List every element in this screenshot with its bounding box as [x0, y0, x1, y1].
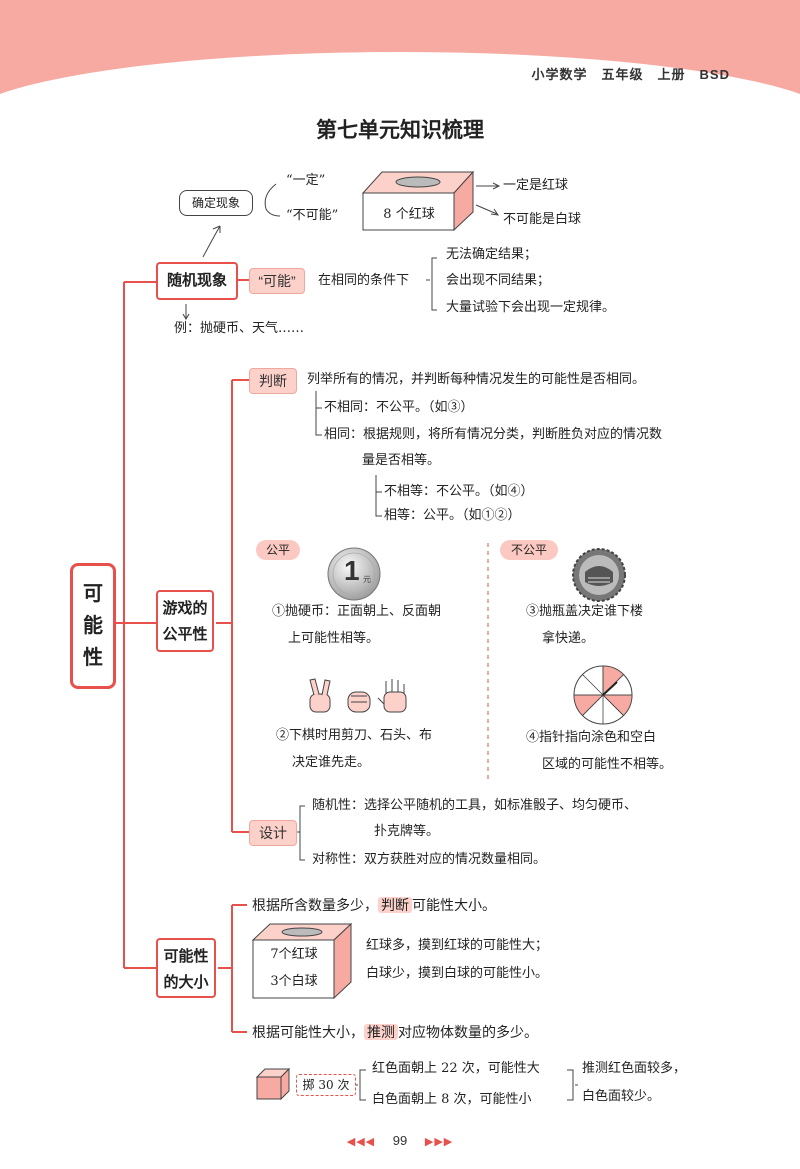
box-8-red-label: 8 个红球 [383, 207, 435, 222]
label-bukeneng: “不可能” [286, 208, 339, 223]
out-impossible-white: 不可能是白球 [503, 212, 582, 227]
root-char-1: 可 [83, 583, 103, 605]
ball-box-2-icon [252, 922, 352, 1000]
cube-icon [256, 1068, 290, 1100]
node-possibility-size: 可能性 的大小 [156, 938, 216, 998]
white-face-text: 白色面朝上 8 次，可能性小 [372, 1092, 532, 1107]
judge-text: 列举所有的情况，并判断每种情况发生的可能性是否相同。 [307, 372, 646, 387]
conclusion-red: 推测红色面较多， [582, 1061, 687, 1076]
tag-unfair: 不公平 [500, 540, 558, 560]
tag-design: 设计 [249, 820, 297, 846]
root-char-3: 性 [83, 647, 103, 669]
node-random: 随机现象 [156, 262, 238, 300]
size-infer-highlight: 推测 [364, 1024, 398, 1040]
root-char-2: 能 [83, 615, 103, 637]
out-certain-red: 一定是红球 [503, 178, 569, 193]
white-less-text: 白球少，摸到白球的可能性小。 [366, 966, 549, 981]
judge-not-same: 不相同：不公平。（如③） [324, 400, 474, 415]
example-2-line1: ②下棋时用剪刀、石头、布 [276, 728, 433, 743]
example-4-line1: ④指针指向涂色和空白 [526, 730, 657, 745]
rock-paper-scissors-icon [309, 678, 407, 713]
example-2-line2: 决定谁先走。 [292, 755, 371, 770]
bottle-cap-icon [572, 548, 626, 602]
size-infer-pre: 根据可能性大小， [252, 1024, 364, 1040]
page-footer: ◀◀◀ 99 ▶▶▶ [0, 1133, 800, 1148]
tag-judge: 判断 [249, 368, 297, 394]
ball-box-icon [362, 170, 474, 232]
design-random-2: 扑克牌等。 [374, 824, 440, 839]
size-judge-pre: 根据所含数量多少， [252, 897, 378, 913]
node-size-line1: 可能性 [163, 948, 209, 965]
judge-same-2: 量是否相等。 [362, 453, 441, 468]
judge-same-1: 相同：根据规则，将所有情况分类，判断胜负对应的情况数 [324, 427, 663, 442]
header-text: 小学数学 五年级 上册 BSD [531, 67, 730, 82]
random-bullet-3: 大量试验下会出现一定规律。 [446, 300, 616, 315]
random-example: 例：抛硬币、天气…… [174, 321, 305, 336]
coin-icon [327, 547, 381, 601]
random-bullet-1: 无法确定结果； [446, 247, 538, 262]
size-infer-post: 对应物体数量的多少。 [398, 1024, 538, 1040]
next-arrows-icon: ▶▶▶ [424, 1136, 454, 1148]
node-size-line2: 的大小 [163, 974, 209, 991]
coin-number: 1 [344, 555, 360, 586]
size-judge-text: 根据所含数量多少，判断可能性大小。 [252, 895, 496, 915]
node-fairness-line2: 公平性 [162, 626, 208, 643]
node-fairness-line1: 游戏的 [162, 600, 208, 617]
certain-box: 确定现象 [179, 190, 253, 216]
judge-equal: 相等：公平。（如①②） [384, 508, 521, 523]
node-fairness: 游戏的 公平性 [156, 590, 214, 652]
size-judge-highlight: 判断 [378, 897, 412, 913]
size-judge-post: 可能性大小。 [412, 897, 496, 913]
tag-keneng: “可能” [249, 268, 305, 294]
design-random-1: 随机性：选择公平随机的工具，如标准骰子、均匀硬币、 [312, 798, 638, 813]
size-infer-text: 根据可能性大小，推测对应物体数量的多少。 [252, 1022, 538, 1042]
example-4-line2: 区域的可能性不相等。 [542, 757, 673, 772]
example-3-line2: 拿快递。 [542, 631, 595, 646]
page-title: 第七单元知识梳理 [316, 119, 484, 142]
random-bullet-2: 会出现不同结果； [446, 273, 551, 288]
same-condition-text: 在相同的条件下 [318, 273, 410, 288]
red-face-text: 红色面朝上 22 次，可能性大 [372, 1061, 540, 1076]
coin-yuan: 元 [363, 575, 371, 584]
design-symmetry: 对称性：双方获胜对应的情况数量相同。 [312, 852, 547, 867]
conclusion-white: 白色面较少。 [582, 1089, 661, 1104]
example-3-line1: ③抛瓶盖决定谁下楼 [526, 604, 644, 619]
root-node: 可 能 性 [70, 563, 116, 689]
label-yiding: “一定” [286, 173, 326, 188]
throw-30-label: 掷 30 次 [296, 1074, 356, 1096]
box-3-white: 3个白球 [270, 974, 318, 989]
judge-not-equal: 不相等：不公平。（如④） [384, 484, 534, 499]
prev-arrows-icon: ◀◀◀ [346, 1136, 376, 1148]
example-1-line2: 上可能性相等。 [288, 631, 380, 646]
header-curve [0, 52, 800, 172]
red-more-text: 红球多，摸到红球的可能性大； [366, 938, 549, 953]
example-1-line1: ①抛硬币：正面朝上、反面朝 [272, 604, 442, 619]
box-7-red: 7个红球 [270, 947, 318, 962]
page-number: 99 [392, 1133, 408, 1148]
spinner-icon [573, 665, 633, 725]
tag-fair: 公平 [256, 540, 300, 560]
